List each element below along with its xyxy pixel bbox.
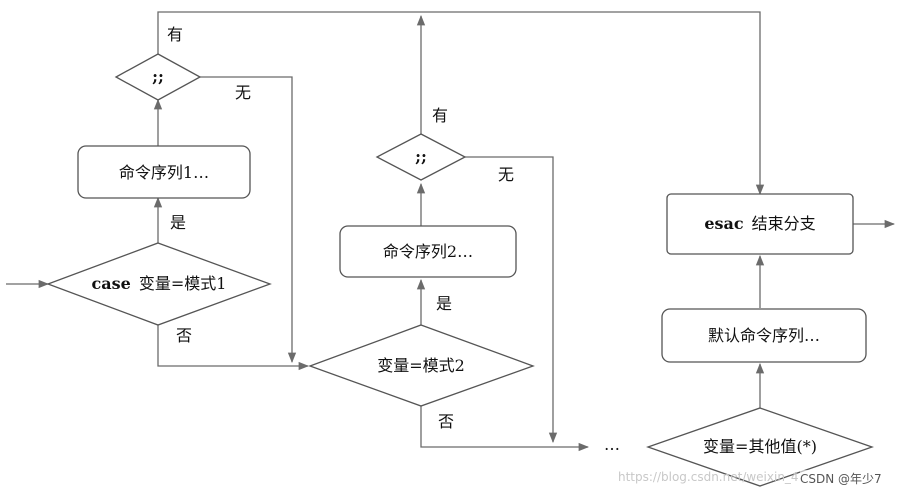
node-d1-text: 变量=模式1 — [139, 274, 227, 293]
esac-keyword: esac — [704, 214, 744, 233]
edge-label-d1-yes: 是 — [170, 213, 186, 232]
arrow-d1-no-to-d2 — [157, 325, 310, 371]
shapes — [46, 53, 874, 487]
process-c2 — [339, 225, 517, 278]
node-d1-label: case 变量=模式1 — [92, 274, 227, 293]
edge-label-d2-yes: 是 — [436, 294, 452, 313]
edge-label-s2-no: 无 — [498, 165, 514, 184]
edge-label-s1-no: 无 — [235, 83, 251, 102]
decision-d3 — [646, 407, 874, 487]
node-labels: case 变量=模式1 ;; 命令序列1… 变量=模式2 ;; 命令序列2… es… — [92, 67, 820, 456]
edge-label-d2-no: 否 — [438, 412, 454, 431]
node-s1-label: ;; — [152, 67, 164, 86]
arrow-s2-no-down — [465, 156, 558, 444]
watermark-url: https://blog.csdn.net/weixin_4 — [618, 470, 799, 484]
node-more-label: … — [604, 435, 620, 454]
connector-lines — [6, 11, 896, 452]
node-esac-label: esac 结束分支 — [704, 214, 815, 233]
decision-d1 — [46, 242, 272, 326]
arrow-d2-no-to-more — [420, 406, 590, 452]
node-c1-label: 命令序列1… — [119, 163, 209, 182]
edge-label-s2-yes: 有 — [432, 106, 448, 125]
arrow-s1-no-to-d2 — [200, 76, 297, 364]
node-d2-label: 变量=模式2 — [377, 356, 465, 375]
decision-s1 — [114, 53, 202, 101]
process-esac — [666, 193, 854, 255]
decision-s2 — [375, 133, 467, 181]
decision-d2 — [308, 324, 535, 407]
arrow-s1-to-esac — [157, 11, 765, 196]
edge-label-d1-no: 否 — [176, 326, 192, 345]
node-c2-label: 命令序列2… — [383, 242, 473, 261]
case-keyword: case — [92, 274, 131, 293]
process-c1 — [77, 145, 251, 199]
node-s2-label: ;; — [415, 147, 427, 166]
process-c3 — [661, 308, 867, 363]
watermark-credit: CSDN @年少7 — [800, 470, 882, 487]
node-esac-text: 结束分支 — [752, 214, 816, 233]
node-c3-label: 默认命令序列… — [708, 326, 820, 345]
edge-labels: 是 否 是 否 有 无 有 无 — [167, 25, 514, 431]
edge-label-s1-yes: 有 — [167, 25, 183, 44]
node-d3-label: 变量=其他值(*) — [703, 437, 817, 456]
